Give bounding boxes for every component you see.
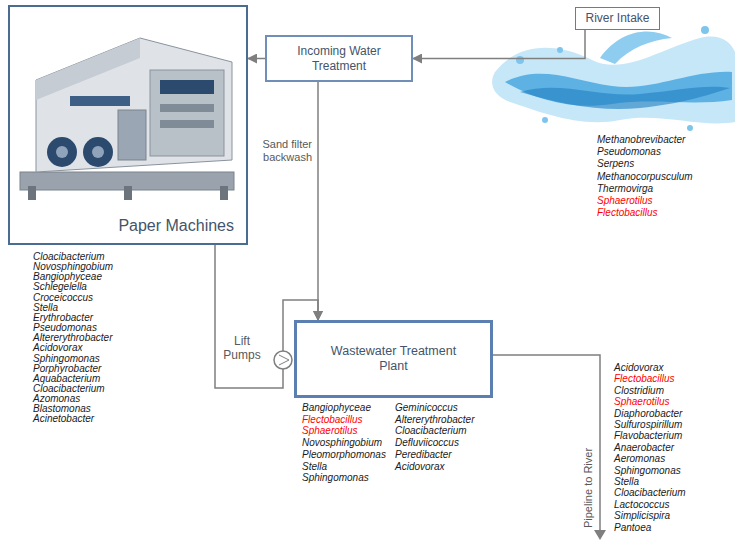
genus-name: Anaerobacter <box>614 442 674 454</box>
genus-name: Sphingomonas <box>614 465 681 477</box>
genus-name: Defluviicoccus <box>395 437 459 449</box>
genus-name: Flectobacillus <box>614 373 675 385</box>
source-box: River Intake <box>575 7 660 30</box>
genus-name: Pantoea <box>614 522 651 534</box>
genus-name: Geminicoccus <box>395 402 458 414</box>
pump-label: Lift Pumps <box>220 334 264 362</box>
paper-machine-illustration <box>20 38 234 200</box>
flow-arrow <box>317 82 319 320</box>
pipeline-line <box>493 355 606 540</box>
genus-name: Flectobacillus <box>597 207 658 219</box>
node-label: Wastewater Treatment Plant <box>319 344 469 375</box>
genus-name: Sphaerotilus <box>614 396 670 408</box>
node-label: Incoming Water Treatment <box>289 44 389 74</box>
genus-name: Flectobacillus <box>302 414 363 426</box>
genus-name: Flavobacterium <box>614 430 682 442</box>
water-splash-illustration <box>492 26 735 131</box>
genus-name: Aeromonas <box>614 453 665 465</box>
genus-name: Cloacibacterium <box>614 487 686 499</box>
genus-name: Clostridium <box>614 385 664 397</box>
genus-name: Methanocorpusculum <box>597 171 693 183</box>
genus-name: Pleomorphomonas <box>302 449 386 461</box>
node-label: Paper Machines <box>118 216 234 235</box>
machine-box: Paper Machines <box>8 5 248 245</box>
flow-arrow <box>413 30 585 59</box>
genus-name: Acidovorax <box>395 461 444 473</box>
genus-name: Sulfurospirillum <box>614 419 682 431</box>
genus-name: Simplicispira <box>614 510 670 522</box>
genus-name: Stella <box>614 476 639 488</box>
node-label: River Intake <box>585 11 649 26</box>
genus-name: Stella <box>302 461 327 473</box>
genus-name: Altererythrobacter <box>395 414 474 426</box>
lift-pump-symbol <box>274 351 292 369</box>
genus-name: Acinetobacter <box>33 413 94 425</box>
genus-name: Thermovirga <box>597 183 653 195</box>
genus-name: Sphaerotilus <box>302 425 358 437</box>
genus-name: Pseudomonas <box>597 146 661 158</box>
edge-label: Sand filter backwash <box>236 138 312 164</box>
genus-name: Lactococcus <box>614 499 670 511</box>
genus-name: Acidovorax <box>614 362 663 374</box>
genus-name: Serpens <box>597 158 634 170</box>
genus-name: Methanobrevibacter <box>597 134 685 146</box>
genus-name: Sphingomonas <box>302 472 369 484</box>
process-box: Incoming Water Treatment <box>265 35 413 82</box>
genus-name: Peredibacter <box>395 449 452 461</box>
genus-name: Cloacibacterium <box>395 425 467 437</box>
process-box: Wastewater Treatment Plant <box>294 320 493 398</box>
genus-name: Bangiophyceae <box>302 402 371 414</box>
pipeline-label: Pipeline to River <box>582 448 594 528</box>
flow-arrow <box>248 58 265 60</box>
genus-name: Sphaerotilus <box>597 195 653 207</box>
genus-name: Novosphingobium <box>302 437 382 449</box>
genus-name: Diaphorobacter <box>614 408 682 420</box>
